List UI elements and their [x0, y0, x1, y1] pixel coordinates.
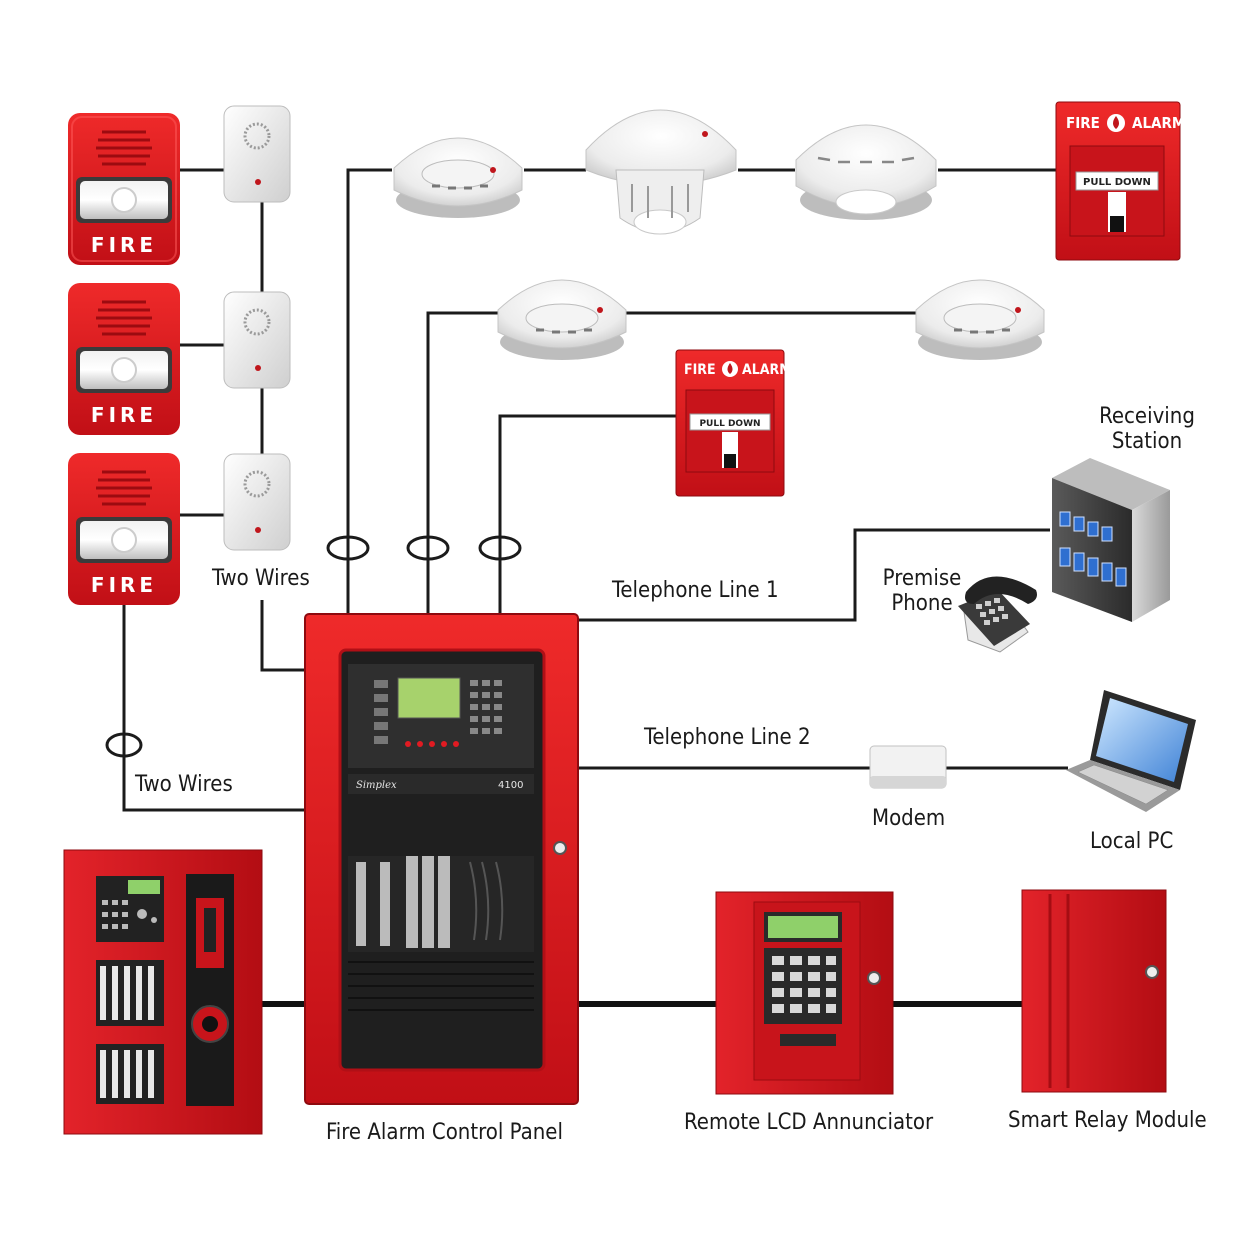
telephone-line-1-label: Telephone Line 1 [612, 578, 779, 603]
premise-phone-label-line2: Phone [891, 591, 953, 617]
modem-icon [869, 745, 947, 789]
horn-strobe-text: FIRE [91, 403, 157, 427]
heat-detector-icon [585, 109, 737, 235]
receiving-station-label-line1: Receiving [1099, 404, 1195, 429]
wire-pair-marker [478, 535, 522, 561]
premise-phone-label: Premise Phone [882, 566, 962, 617]
pull-station-fire-text: FIRE [684, 362, 716, 378]
panel-model-text: 4100 [498, 780, 523, 791]
wire-pair-marker [105, 732, 143, 758]
receiving-station-label: Receiving Station [1092, 404, 1202, 455]
premise-phone-label-line1: Premise [882, 566, 962, 591]
speaker-icon [223, 291, 291, 389]
control-panel-icon [1021, 889, 1167, 1093]
laptop-icon [1066, 690, 1196, 812]
local-pc-label: Local PC [1090, 829, 1174, 854]
pull-station-alarm-text: ALARM [742, 362, 792, 378]
control-panel-icon: Simplex 4100 [304, 613, 579, 1105]
control-panel-icon [715, 891, 894, 1095]
speaker-icon [223, 105, 291, 203]
smart-relay-module-label: Smart Relay Module [1008, 1108, 1207, 1133]
smoke-detector-icon [915, 279, 1045, 360]
smoke-detector-icon [795, 124, 937, 220]
fire-alarm-control-panel-label: Fire Alarm Control Panel [326, 1120, 563, 1145]
server-icon [1052, 458, 1170, 622]
remote-lcd-annunciator-label: Remote LCD Annunciator [684, 1110, 934, 1135]
horn-strobe-icon: FIRE [68, 453, 180, 605]
pull-station-action-text: PULL DOWN [1083, 177, 1151, 188]
smoke-detector-icon [497, 279, 627, 360]
wiring [105, 168, 1068, 1007]
horn-strobe-icon: FIRE [68, 283, 180, 435]
horn-strobe-text: FIRE [91, 233, 157, 257]
control-panel-icon [63, 849, 263, 1135]
speaker-icon [223, 453, 291, 551]
pull-station-icon: FIRE ALARM PULL DOWN [675, 349, 792, 497]
pull-station-fire-text: FIRE [1066, 114, 1100, 132]
wire-pair-marker [406, 535, 450, 561]
two-wires-label-top: Two Wires [212, 566, 310, 591]
pull-station-alarm-text: ALARM [1132, 114, 1185, 132]
receiving-station-label-line2: Station [1111, 429, 1183, 455]
pull-station-icon: FIRE ALARM PULL DOWN [1055, 101, 1185, 261]
smoke-detector-icon [393, 137, 523, 218]
telephone-icon [958, 576, 1037, 653]
modem-label: Modem [872, 806, 946, 831]
telephone-line-2-label: Telephone Line 2 [644, 725, 811, 750]
pull-station-action-text: PULL DOWN [699, 419, 760, 429]
horn-strobe-icon: FIRE [68, 113, 180, 265]
two-wires-label-bottom: Two Wires [135, 772, 233, 797]
wire-pair-marker [326, 535, 370, 561]
panel-brand-text: Simplex [356, 780, 397, 791]
horn-strobe-text: FIRE [91, 573, 157, 597]
